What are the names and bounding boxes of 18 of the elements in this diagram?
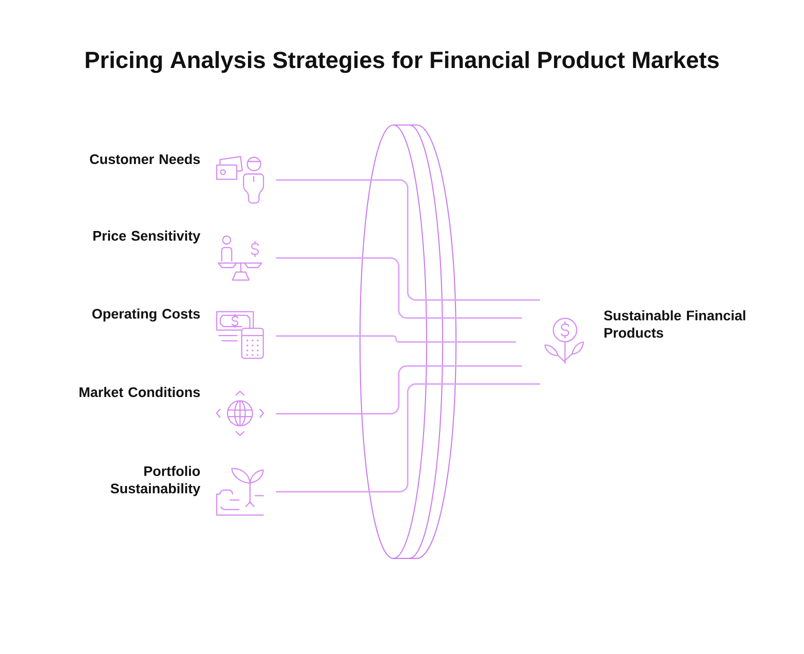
label: Portfolio Sustainability	[110, 466, 200, 496]
connector-line	[360, 335, 516, 343]
connector-line	[362, 257, 522, 319]
connector-line	[276, 257, 363, 259]
label: Price Sensitivity	[93, 230, 200, 244]
label: Sustainable Financial Products	[604, 310, 746, 338]
connector-line	[371, 179, 540, 301]
label: Market Conditions	[80, 386, 200, 398]
connector-line	[276, 335, 360, 337]
connector-line	[362, 365, 522, 414]
label: Customer Needs	[90, 154, 200, 164]
connector-line	[276, 412, 362, 414]
title: Pricing Analysis Strategies for Financial Product Markets	[86, 51, 719, 73]
connector-line	[276, 179, 372, 181]
label: Operating Costs	[92, 308, 200, 322]
lens-disc	[359, 124, 457, 559]
connector-line	[369, 383, 540, 492]
connector-line	[276, 490, 370, 492]
